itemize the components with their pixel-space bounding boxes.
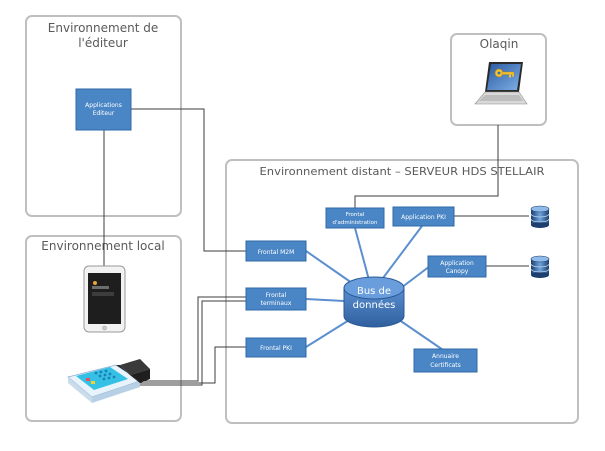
spoke-app-pki bbox=[379, 225, 423, 283]
spoke-terminaux bbox=[305, 298, 345, 302]
laptop-key-icon bbox=[474, 62, 528, 105]
connector-editeur-m2m bbox=[131, 108, 246, 252]
node-frontal-terminaux: Frontal terminaux bbox=[245, 287, 307, 311]
node-bus-de-donnees-line1: Bus de bbox=[357, 286, 391, 297]
node-frontal-terminaux-line2: terminaux bbox=[261, 300, 292, 307]
node-frontal-pki-label: Frontal PKI bbox=[260, 345, 292, 352]
node-application-canopy-line2: Canopy bbox=[446, 268, 469, 275]
node-frontal-pki: Frontal PKI bbox=[245, 337, 307, 358]
region-local-title: Environnement local bbox=[41, 239, 164, 253]
card-reader-icon bbox=[67, 359, 150, 403]
node-annuaire-certificats-line1: Annuaire bbox=[432, 353, 459, 360]
node-application-canopy-line1: Application bbox=[440, 260, 474, 267]
spoke-admin bbox=[354, 227, 370, 281]
database-icon bbox=[530, 255, 550, 278]
node-bus-de-donnees-line2: données bbox=[353, 299, 396, 311]
node-applications-editeur: Applications Editeur bbox=[75, 88, 132, 131]
tablet-icon bbox=[83, 265, 126, 333]
node-annuaire-certificats: Annuaire Certificats bbox=[413, 348, 478, 373]
connector-reader-terminaux-a bbox=[139, 296, 246, 382]
node-applications-editeur-line2: Editeur bbox=[93, 110, 115, 117]
region-editeur-title-line1: Environnement de bbox=[48, 21, 158, 35]
db-links bbox=[454, 215, 529, 267]
spoke-pki bbox=[305, 316, 355, 348]
node-application-canopy: Application Canopy bbox=[427, 255, 487, 278]
connector-reader-pki bbox=[139, 346, 246, 384]
node-bus-de-donnees: Bus de données bbox=[343, 276, 405, 328]
node-frontal-m2m-label: Frontal M2M bbox=[258, 249, 295, 256]
node-annuaire-certificats-line2: Certificats bbox=[430, 362, 461, 369]
node-frontal-administration-line1: Frontal bbox=[346, 212, 365, 218]
region-olaqin-title: Olaqin bbox=[480, 37, 519, 51]
node-frontal-administration-line2: d'administration bbox=[333, 220, 378, 226]
node-frontal-m2m: Frontal M2M bbox=[245, 240, 307, 262]
node-application-pki: Application PKI bbox=[392, 206, 455, 227]
connector-olaqin-admin bbox=[354, 125, 499, 208]
connector-reader-terminaux-b bbox=[139, 300, 246, 386]
node-applications-editeur-line1: Applications bbox=[85, 102, 122, 109]
database-icon bbox=[530, 205, 550, 228]
spoke-m2m bbox=[305, 250, 353, 284]
region-distant-title: Environnement distant – SERVEUR HDS STEL… bbox=[260, 165, 545, 178]
connectors bbox=[103, 108, 499, 386]
node-frontal-administration: Frontal d'administration bbox=[325, 207, 385, 229]
node-application-pki-label: Application PKI bbox=[401, 214, 446, 221]
node-frontal-terminaux-line1: Frontal bbox=[266, 292, 287, 299]
region-editeur-title-line2: l'éditeur bbox=[78, 36, 128, 50]
